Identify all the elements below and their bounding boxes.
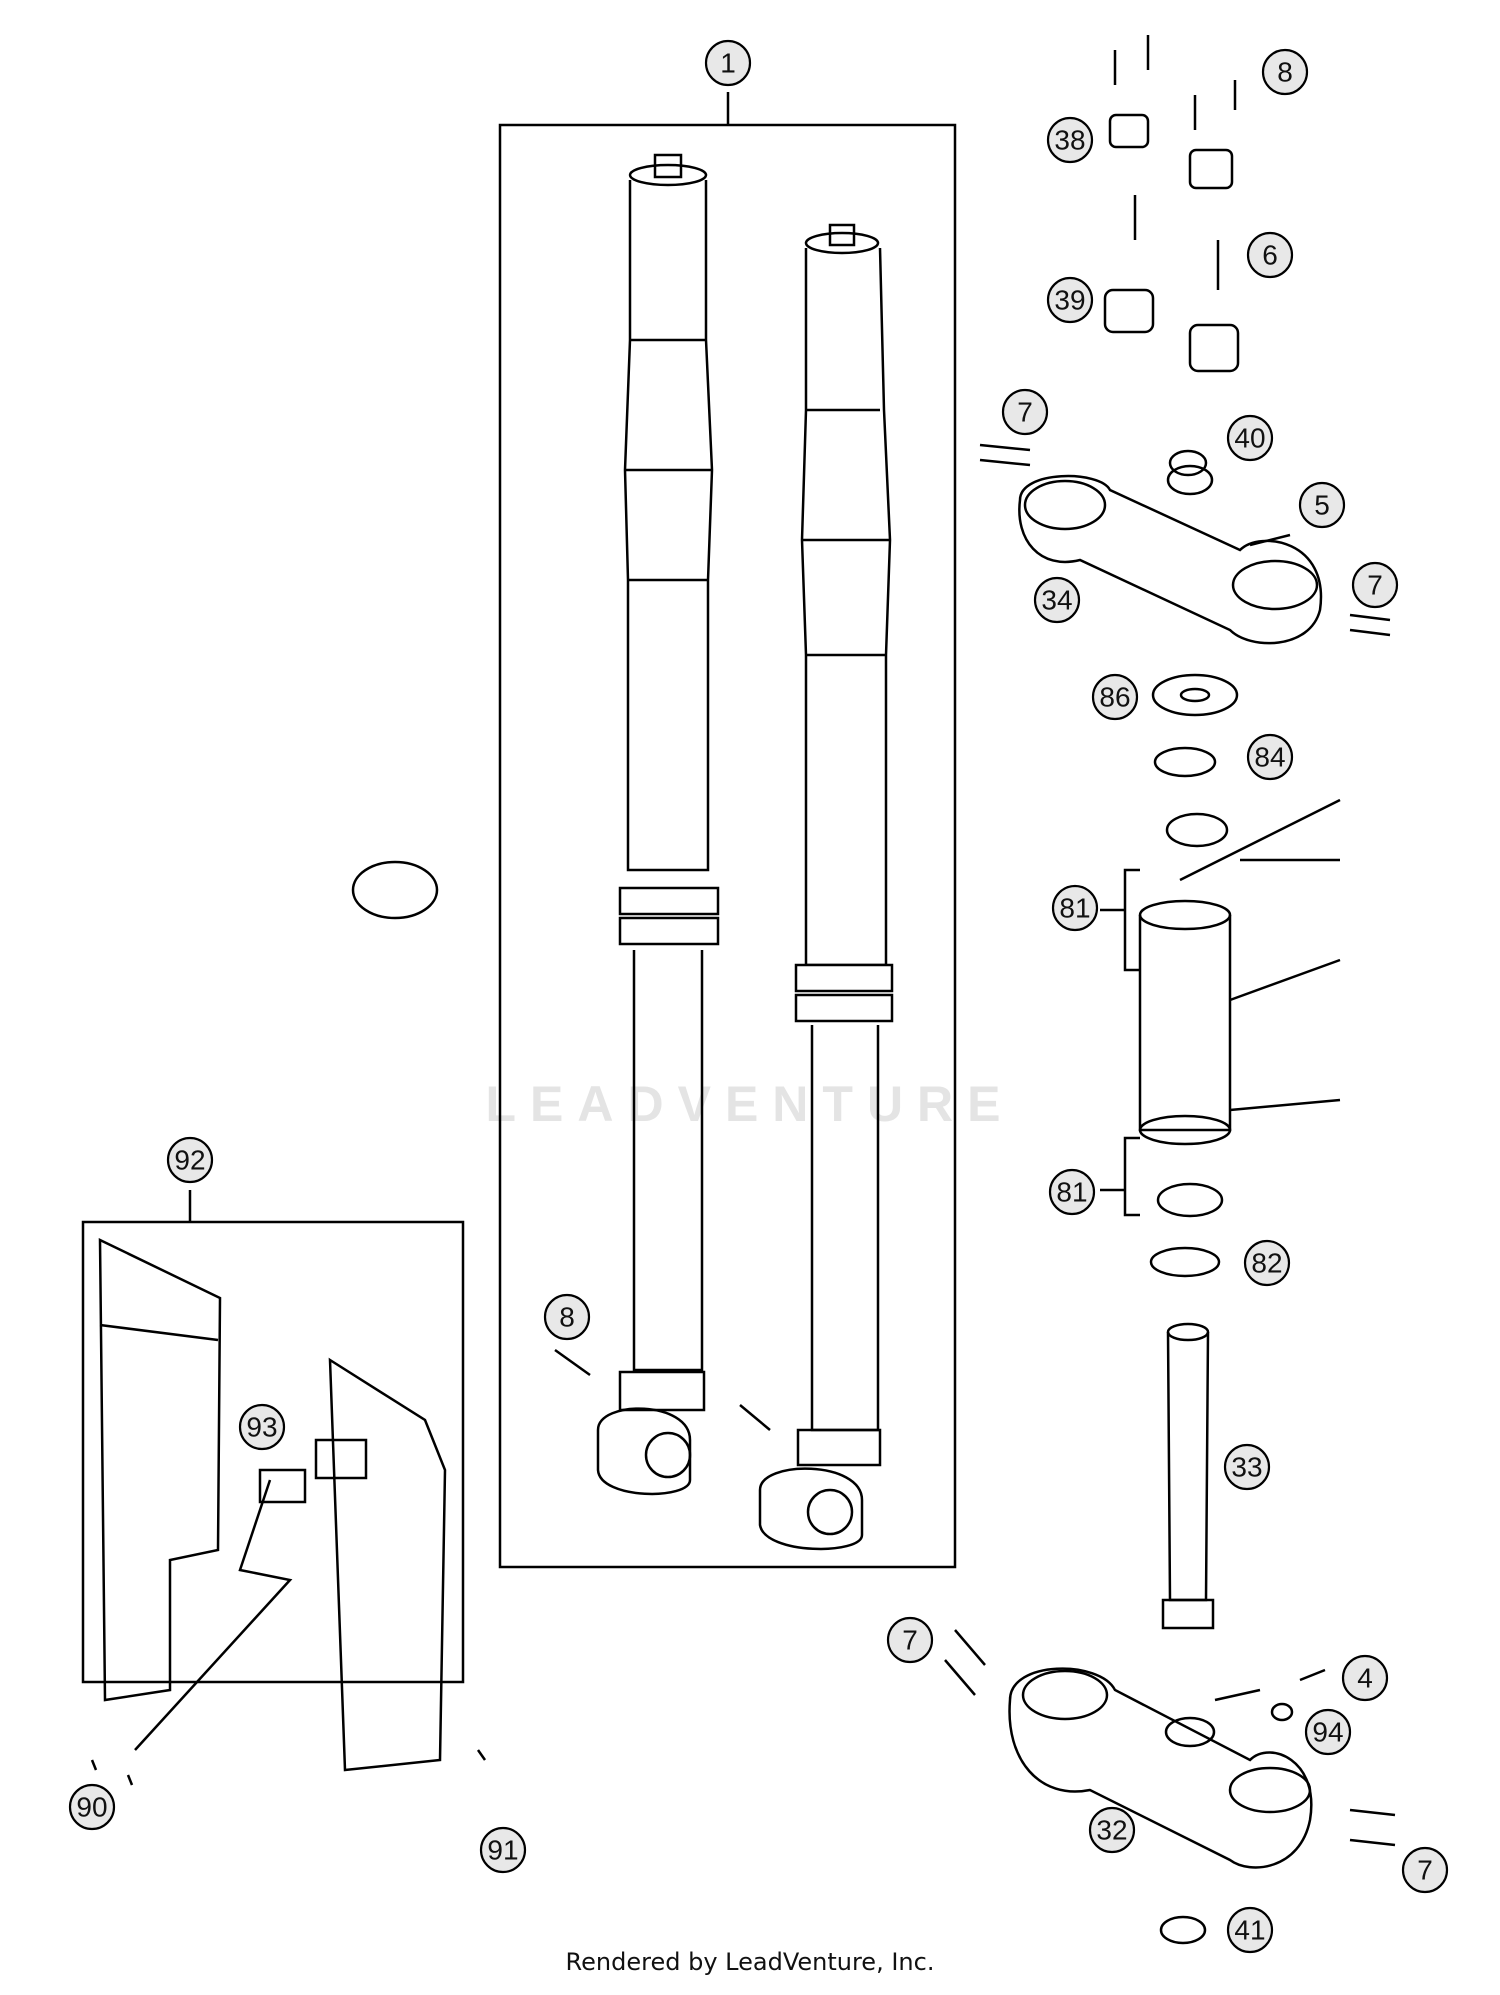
callout-circle-1: [704, 39, 752, 87]
bolts: [90, 443, 1396, 1847]
callout-circle-33: [1223, 1443, 1271, 1491]
callout-circle-90: [68, 1783, 116, 1831]
steering-stem: [1161, 1322, 1215, 1630]
right-fork-guard: [328, 1357, 447, 1772]
handlebar-clamps: [1103, 35, 1240, 373]
callout-7-lower-left: 7: [902, 1625, 918, 1656]
callout-91: 91: [487, 1835, 518, 1866]
callout-32: 32: [1096, 1815, 1127, 1846]
nut-94: [1270, 1702, 1294, 1722]
callout-34: 34: [1041, 585, 1072, 616]
callout-40: 40: [1234, 423, 1265, 454]
callout-circle-7c: [886, 1616, 934, 1664]
lower-triple-clamp: [1008, 1667, 1313, 1869]
callout-circle-38: [1046, 116, 1094, 164]
left-fork-guard: [98, 1237, 222, 1702]
callout-circle-7b: [1351, 561, 1399, 609]
callout-7-upper-left: 7: [1017, 397, 1033, 428]
washer-86: [1151, 673, 1239, 717]
left-fork-leg: [596, 153, 720, 1496]
bearing-81-upper: [1165, 812, 1229, 848]
right-fork-leg: [758, 223, 894, 1551]
callout-90: 90: [76, 1792, 107, 1823]
callout-circle-81a: [1051, 884, 1099, 932]
callout-41: 41: [1234, 1915, 1265, 1946]
callout-38: 38: [1054, 125, 1085, 156]
callout-93: 93: [246, 1412, 277, 1443]
callout-circle-32: [1088, 1806, 1136, 1854]
seal-82: [1149, 1246, 1221, 1278]
callout-circle-81b: [1048, 1168, 1096, 1216]
callout-1: 1: [720, 48, 736, 79]
callout-circle-7d: [1401, 1846, 1449, 1894]
callout-7-lower-right: 7: [1417, 1855, 1433, 1886]
ring-part: [351, 860, 439, 920]
nut-41: [1159, 1915, 1207, 1945]
callout-8-top: 8: [1277, 57, 1293, 88]
fork-guard-frame: [81, 1220, 465, 1684]
callout-circle-84: [1246, 733, 1294, 781]
callout-circle-4: [1341, 1654, 1389, 1702]
callout-92: 92: [174, 1145, 205, 1176]
seal-84: [1153, 746, 1217, 778]
callout-circle-41: [1226, 1906, 1274, 1954]
callout-94: 94: [1312, 1717, 1343, 1748]
callout-circle-8b: [543, 1293, 591, 1341]
upper-triple-clamp: [1018, 464, 1323, 645]
callout-circle-5: [1298, 481, 1346, 529]
callout-circle-94: [1304, 1708, 1352, 1756]
callout-circle-91: [479, 1826, 527, 1874]
callout-82: 82: [1251, 1248, 1282, 1279]
callout-86: 86: [1099, 682, 1130, 713]
nut-40: [1168, 449, 1208, 477]
footer-credit: Rendered by LeadVenture, Inc.: [565, 1948, 935, 1976]
bearing-81-lower: [1156, 1182, 1224, 1218]
callout-84: 84: [1254, 742, 1285, 773]
callout-circle-40: [1226, 414, 1274, 462]
callout-7-upper-right: 7: [1367, 570, 1383, 601]
callout-81-upper: 81: [1059, 893, 1090, 924]
callout-4: 4: [1357, 1663, 1373, 1694]
callout-81-lower: 81: [1056, 1177, 1087, 1208]
watermark-text: LEADVENTURE: [485, 1076, 1015, 1132]
callout-circle-82: [1243, 1239, 1291, 1287]
callout-8-fork: 8: [559, 1302, 575, 1333]
callout-circle-93: [238, 1403, 286, 1451]
callout-circle-34: [1033, 576, 1081, 624]
callout-circle-6: [1246, 231, 1294, 279]
callout-circle-8a: [1261, 48, 1309, 96]
callout-circle-39: [1046, 276, 1094, 324]
callout-circle-86: [1091, 673, 1139, 721]
callout-5: 5: [1314, 490, 1330, 521]
callout-33: 33: [1231, 1452, 1262, 1483]
steering-head: [1138, 798, 1341, 1146]
callout-6: 6: [1262, 240, 1278, 271]
callout-39: 39: [1054, 285, 1085, 316]
callout-circle-92: [166, 1136, 214, 1184]
callout-circle-7a: [1001, 388, 1049, 436]
